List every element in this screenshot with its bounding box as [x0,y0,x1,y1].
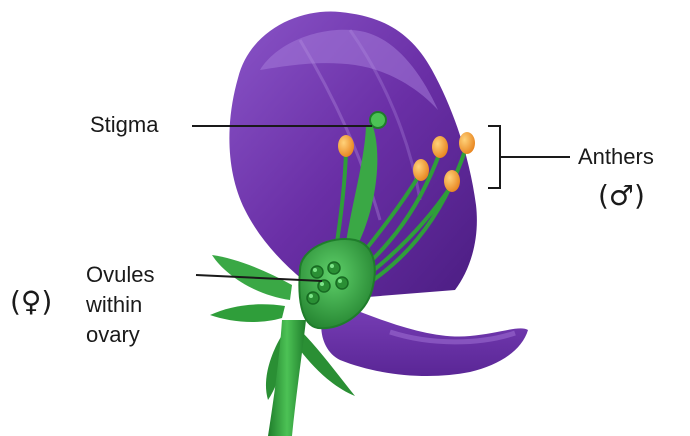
anthers-bracket [488,126,500,188]
label-anthers: Anthers [578,144,654,170]
label-stigma: Stigma [90,112,158,138]
anthers-male-symbol: (♂) [598,180,645,212]
label-ovules-line1: Ovules [86,262,154,288]
ovules-female-symbol: (♀) [10,286,52,318]
sepal-left-2 [210,304,285,322]
label-ovules-line3: ovary [86,322,140,348]
stigma [370,112,386,128]
label-ovules-line2: within [86,292,142,318]
